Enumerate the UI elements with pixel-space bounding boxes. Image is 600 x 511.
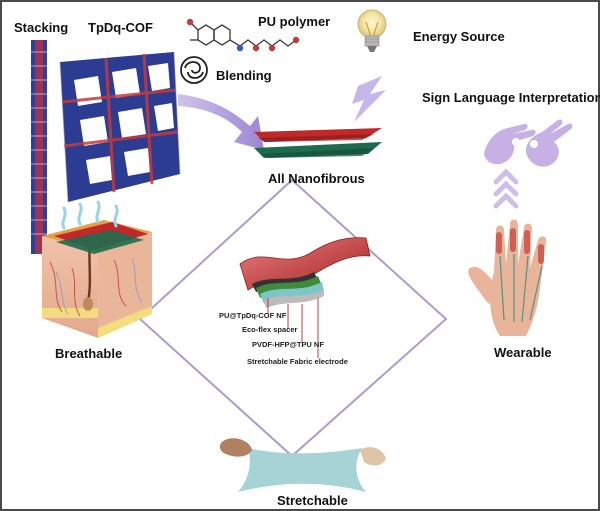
sign-language-hands-icon xyxy=(484,119,573,167)
wearable-hand-illustration xyxy=(468,219,547,336)
pu-polymer-molecule xyxy=(186,18,300,52)
label-layer-pvdf-tpu: PVDF-HFP@TPU NF xyxy=(252,340,324,349)
label-sign-language-interpretation: Sign Language Interpretation xyxy=(422,90,600,105)
device-stack-illustration xyxy=(239,237,371,358)
label-all-nanofibrous: All Nanofibrous xyxy=(268,171,365,186)
nanofibrous-mats xyxy=(254,128,382,158)
stacking-column-illustration xyxy=(31,40,47,254)
cof-framework-illustration xyxy=(59,51,181,203)
label-stretchable: Stretchable xyxy=(277,493,348,508)
label-stacking: Stacking xyxy=(14,20,69,35)
label-breathable: Breathable xyxy=(55,346,123,361)
breathable-skin-illustration xyxy=(42,200,152,338)
label-tpdq-cof: TpDq-COF xyxy=(88,20,153,35)
chevron-up-arrows-icon xyxy=(493,168,519,209)
swirl-icon xyxy=(180,56,208,84)
lightning-icon xyxy=(352,76,386,122)
label-energy-source: Energy Source xyxy=(413,29,505,44)
label-layer-pu-cof: PU@TpDq-COF NF xyxy=(219,311,287,320)
label-layer-ecoflex: Eco-flex spacer xyxy=(242,325,298,334)
stretchable-fabric-illustration xyxy=(219,438,386,492)
label-layer-fabric-electrode: Stretchable Fabric electrode xyxy=(247,357,348,366)
light-bulb-icon xyxy=(357,9,387,52)
central-diamond-frame xyxy=(138,178,448,458)
label-wearable: Wearable xyxy=(494,345,552,360)
label-blending: Blending xyxy=(216,68,272,83)
blending-arrow xyxy=(178,94,264,150)
label-pu-polymer: PU polymer xyxy=(258,14,331,29)
